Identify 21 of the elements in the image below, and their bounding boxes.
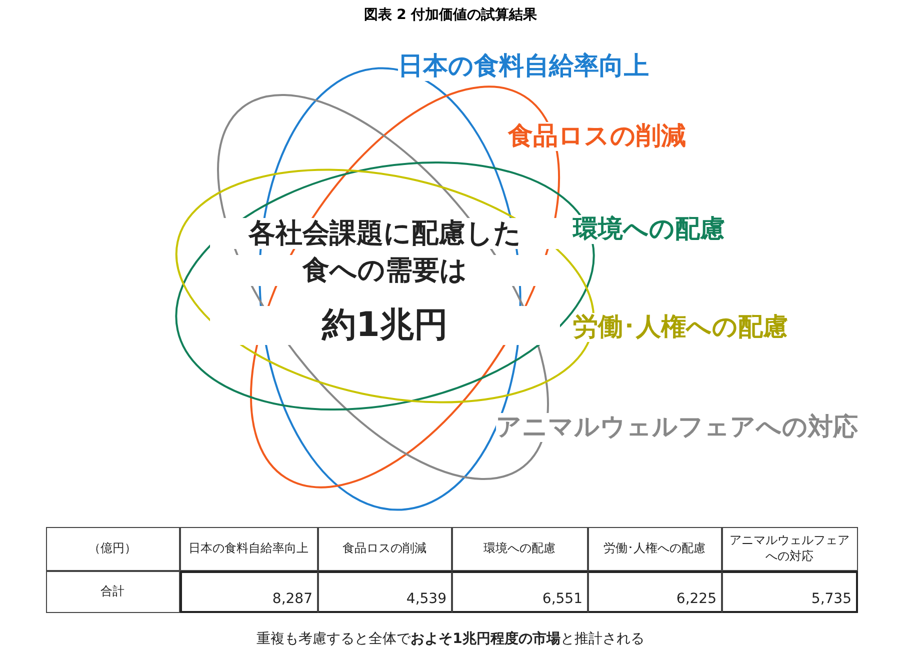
table-cell: 合計 bbox=[46, 570, 180, 612]
table-header-cell: 日本の食料自給率向上 bbox=[180, 526, 318, 570]
category-label: アニマルウェルフェアへの対応 bbox=[496, 413, 858, 442]
table-header-cell: （億円） bbox=[46, 526, 180, 570]
table-cell: 5,735 bbox=[722, 570, 858, 612]
headline-text: 各社会課題に配慮した bbox=[210, 218, 560, 250]
title: 図表 2 付加価値の試算結果 bbox=[362, 6, 538, 24]
category-label: 日本の食料自給率向上 bbox=[398, 52, 649, 81]
table-cell: 8,287 bbox=[180, 570, 318, 612]
table-cell: 6,551 bbox=[452, 570, 588, 612]
table-header-cell: 労働･人権への配慮 bbox=[588, 526, 722, 570]
headline-text: 約1兆円 bbox=[210, 306, 560, 346]
footnote: 重複も考慮すると全体でおよそ1兆円程度の市場と推計される bbox=[256, 630, 646, 648]
category-label: 食品ロスの削減 bbox=[508, 122, 686, 151]
category-label: 労働･人権への配慮 bbox=[573, 313, 788, 342]
table-cell: 4,539 bbox=[318, 570, 452, 612]
table-header-cell: アニマルウェルフェアへの対応 bbox=[722, 526, 858, 570]
table-header-cell: 環境への配慮 bbox=[452, 526, 588, 570]
table-header-cell: 食品ロスの削減 bbox=[318, 526, 452, 570]
table-cell: 6,225 bbox=[588, 570, 722, 612]
category-label: 環境への配慮 bbox=[573, 215, 725, 244]
